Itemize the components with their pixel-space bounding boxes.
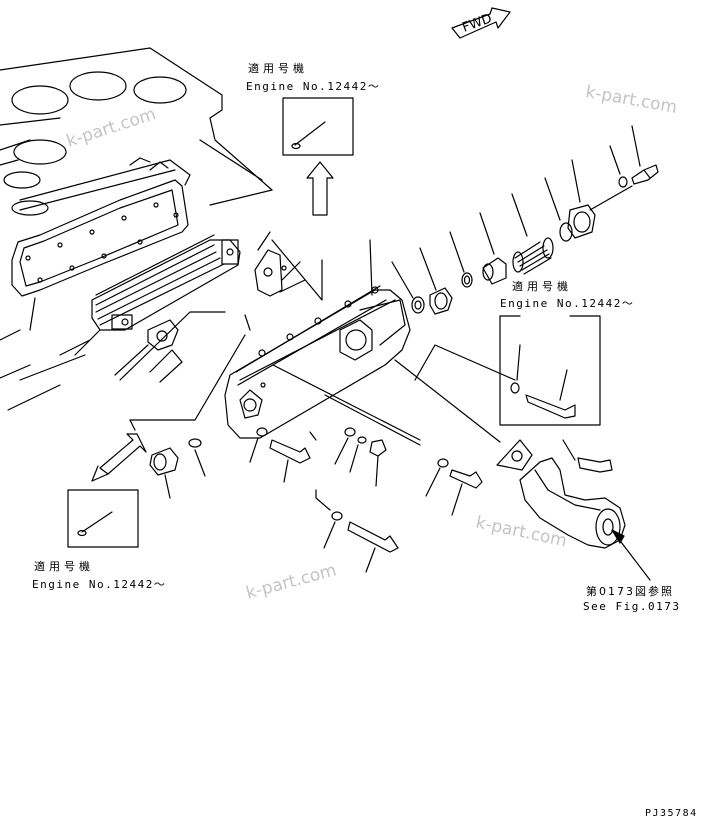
applicable-label-en-bottom: Engine No.12442～	[32, 578, 167, 591]
engine-block	[0, 47, 273, 411]
fwd-arrow	[451, 7, 511, 39]
cooler-cover	[224, 239, 411, 439]
fig-ref-jp: 第0173図参照	[586, 585, 674, 598]
applicable-label-en-right: Engine No.12442～	[500, 297, 635, 310]
detail-box-top	[282, 97, 354, 216]
valve-parts	[391, 125, 659, 315]
fig-ref-en: See Fig.0173	[583, 600, 681, 613]
reference-lines	[119, 311, 251, 431]
detail-box-bottom	[67, 433, 147, 548]
applicable-label-jp-bottom: 適用号機	[34, 560, 94, 573]
detail-box-right	[499, 315, 601, 426]
elbow-pipe	[496, 439, 651, 581]
applicable-label-en-top: Engine No.12442～	[246, 80, 381, 93]
small-gasket	[114, 319, 179, 376]
cooler-gasket	[11, 179, 189, 331]
seal-gasket	[254, 231, 323, 301]
applicable-label-jp-right: 適用号機	[512, 280, 572, 293]
drawing-id: PJ35784	[645, 808, 698, 817]
applicable-label-jp-top: 適用号機	[248, 62, 308, 75]
oil-cooler-element	[74, 234, 241, 356]
connection-lines	[272, 344, 516, 446]
lower-fasteners	[149, 427, 483, 573]
